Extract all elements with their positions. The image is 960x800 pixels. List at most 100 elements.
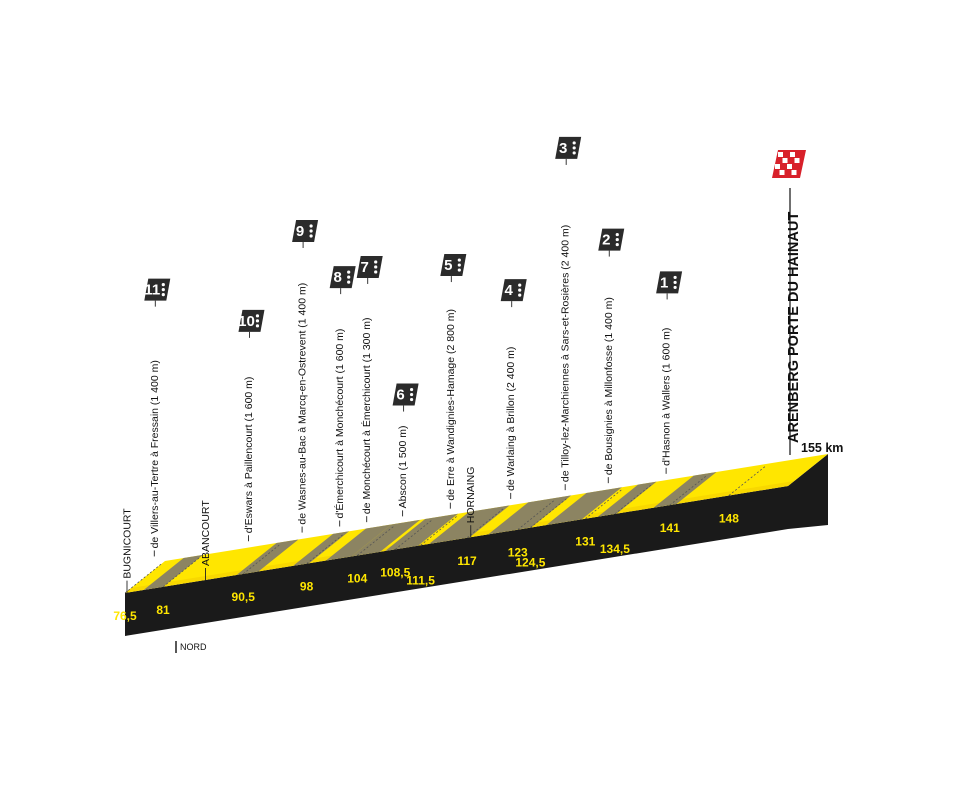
cobble-band-1 [653,471,717,508]
sector-name: de Bousignies à Millonfosse (1 400 m) [603,297,615,475]
difficulty-star-icon [615,237,619,242]
cobble-band-10 [236,539,299,576]
sector-name: de Wasnes-au-Bac à Marcq-en-Ostrevent (1… [297,283,309,525]
place-abancourt: ABANCOURT [200,500,212,581]
difficulty-star-icon [410,397,414,402]
sector-number: 1 [660,274,668,291]
km-marker-label: 81 [156,603,170,617]
cobble-band-4 [488,495,572,535]
difficulty-star-icon [518,293,522,297]
difficulty-star-icon [309,229,313,233]
cobble-band-5 [429,505,510,544]
cobble-band-2 [597,481,657,517]
difficulty-star-icon [374,260,378,264]
difficulty-star-icon [161,283,165,287]
km-marker-label: 117 [457,554,477,568]
finish-distance: 155 km [801,441,843,455]
difficulty-star-icon [255,319,260,323]
finish-layer: ARENBERG PORTE DU HAINAUT 155 km [772,150,843,455]
km-marker-label: 111,5 [406,573,435,587]
sector-number: 5 [444,257,452,274]
cobble-band-6 [385,513,459,552]
cobble-band-11 [143,554,204,591]
finish-flag-check [787,164,792,169]
places-layer: BUGNICOURT ABANCOURT HORNAING [122,467,477,593]
finish-flag-check [778,152,783,157]
sector-number: 9 [296,223,304,240]
road-layer [125,454,828,636]
km-marker-label: 76,5 [113,609,137,623]
sector-3: de Tilloy-lez-Marchiennes à Sars-et-Rosi… [555,136,582,491]
difficulty-star-icon [673,285,677,290]
sector-name: de Monchécourt à Émerchicourt (1 300 m) [360,317,373,514]
finish-flag-check [790,152,795,157]
difficulty-star-icon [457,268,461,272]
sectors-layer: de Villers-au-Tertre à Fressain (1 400 m… [144,136,683,557]
finish-flag-check [775,164,780,169]
difficulty-star-icon [309,224,313,228]
km-marker-label: 124,5 [515,556,545,570]
sector-number: 10 [238,313,255,330]
finish-flag-check [782,158,788,163]
difficulty-star-icon [347,275,351,279]
difficulty-star-icon [374,265,378,269]
place-name: HORNAING [465,467,477,524]
finish-flag-check [779,170,785,175]
sector-number: 2 [602,232,610,249]
sector-number: 11 [144,282,160,299]
difficulty-star-icon [161,288,165,292]
km-marker-label: 104 [347,572,367,586]
sector-7: de Monchécourt à Émerchicourt (1 300 m) 7 [356,255,383,523]
sector-1: d'Hasnon à Wallers (1 600 m) 1 [656,271,683,474]
sector-name: Abscon (1 500 m) [397,425,409,508]
difficulty-star-icon [255,314,260,318]
cobble-band-9 [293,531,350,566]
km-marker-label: 108,5 [380,565,410,579]
sector-2: de Bousignies à Millonfosse (1 400 m) 2 [598,228,625,484]
difficulty-star-icon [572,151,576,155]
sector-5: de Erre à Wandignies-Hamage (2 800 m) 5 [440,254,467,509]
sector-name: de Erre à Wandignies-Hamage (2 800 m) [445,309,457,501]
difficulty-star-icon [518,288,522,292]
sector-8: d'Émerchicourt à Monchécourt (1 600 m)8 [329,266,356,527]
sector-11: de Villers-au-Tertre à Fressain (1 400 m… [144,278,171,557]
km-marker-label: 148 [719,512,739,526]
sector-name: de Villers-au-Tertre à Fressain (1 400 m… [149,360,161,548]
finish-flag-icon [772,150,806,178]
direction-marker: NORD [175,641,207,653]
difficulty-star-icon [410,387,414,392]
sector-number: 8 [334,269,342,286]
difficulty-star-icon [572,141,576,145]
sector-number: 6 [396,387,404,404]
road-side [125,454,828,636]
difficulty-star-icon [572,146,576,150]
cobble-band-7 [351,519,421,557]
difficulty-star-icon [518,283,522,287]
difficulty-star-icon [457,258,461,262]
difficulty-star-icon [615,242,619,247]
difficulty-star-icon [347,280,351,284]
finish-name: ARENBERG PORTE DU HAINAUT [786,212,802,443]
finish-flag-check [794,158,800,163]
place-bugnicourt: BUGNICOURT [122,508,134,593]
sector-6: Abscon (1 500 m) 6 [392,383,419,517]
sector-number: 7 [361,259,369,276]
difficulty-star-icon [161,293,165,297]
difficulty-star-icon [309,234,313,238]
sector-name: de Tilloy-lez-Marchiennes à Sars-et-Rosi… [560,225,572,482]
direction-label: NORD [180,642,207,652]
difficulty-star-icon [615,232,619,237]
difficulty-star-icon [410,392,414,397]
difficulty-star-icon [673,280,677,285]
place-name: ABANCOURT [200,500,212,566]
place-name: BUGNICOURT [122,508,134,579]
km-marker-label: 90,5 [232,590,256,604]
finish-flag-check [791,170,797,175]
difficulty-star-icon [673,275,677,280]
difficulty-star-icon [374,270,378,274]
sector-name: d'Hasnon à Wallers (1 600 m) [661,328,673,466]
km-marker-label: 123 [508,546,528,560]
sector-4: de Warlaing à Brillon (2 400 m)4 [500,279,527,499]
